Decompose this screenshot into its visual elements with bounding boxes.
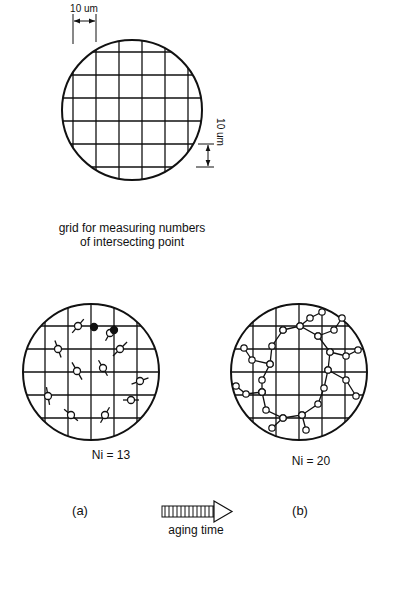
panel-label: (a) [72, 504, 88, 519]
arrow-label: aging time [168, 524, 223, 538]
grid-lines [23, 304, 159, 440]
particle-network [233, 309, 361, 433]
field-circle [62, 40, 202, 180]
dimension [73, 14, 214, 167]
particles [45, 319, 149, 423]
field-circle [231, 304, 367, 440]
count-label: Ni = 13 [92, 449, 130, 463]
grid-lines [62, 40, 202, 180]
caption-note: grid for measuring numbers of intersecti… [57, 222, 207, 250]
count-label: Ni = 20 [292, 455, 330, 469]
grid-lines [231, 304, 367, 440]
panel-label: (b) [292, 504, 308, 519]
field-circle [23, 304, 159, 440]
block-arrow [162, 501, 232, 522]
dimension-label: 10 um [214, 118, 226, 146]
dimension-label: 10 um [70, 3, 98, 15]
